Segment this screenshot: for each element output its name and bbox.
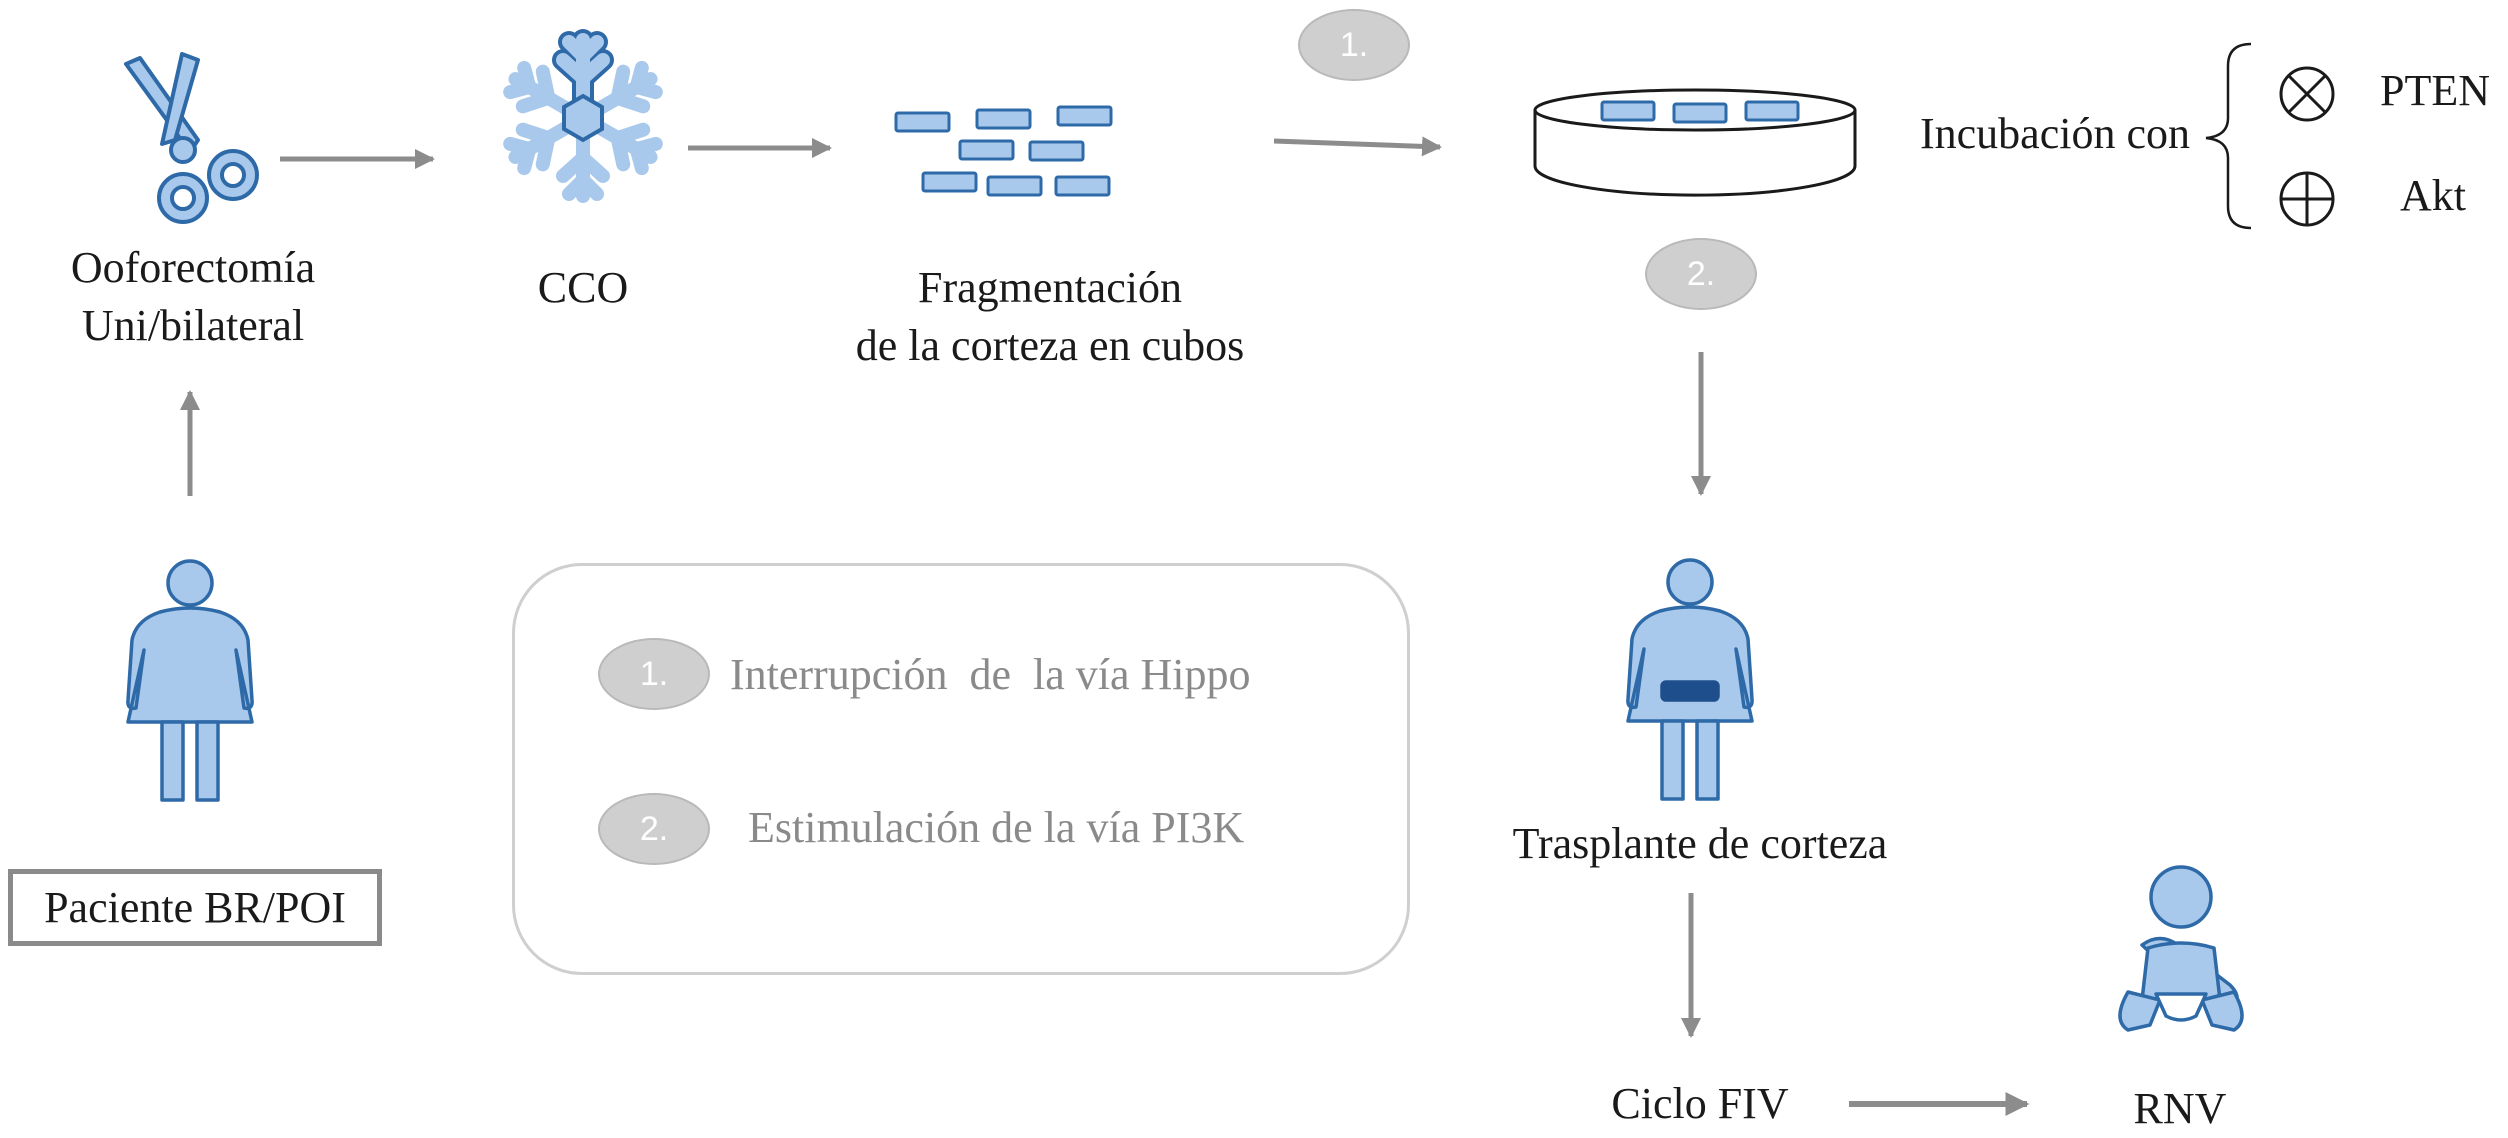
legend-text-2: Estimulación de la vía PI3K	[748, 803, 1245, 852]
woman-patient-icon	[126, 559, 254, 802]
incubation-label: Incubación con	[1920, 109, 2190, 158]
step-badge-2: 2.	[1645, 238, 1757, 310]
arrow-fragmentation-to-incubation	[1273, 136, 1442, 157]
rnv-label: RNV	[2133, 1084, 2227, 1133]
woman-transplant-icon	[1626, 558, 1754, 801]
legend-badge-1: 1.	[598, 638, 710, 710]
brace-shape	[2205, 42, 2252, 230]
fragmentation-label-line1: Fragmentación	[918, 263, 1182, 312]
petri-dish-icon	[1533, 88, 1857, 197]
step-badge-1: 1.	[1298, 9, 1410, 81]
akt-label: Akt	[2400, 171, 2466, 220]
legend-badge-2: 2.	[598, 793, 710, 865]
implant-band	[1660, 680, 1720, 702]
patient-box: Paciente BR/POI	[8, 869, 382, 946]
legend-text-1: Interrupción de la vía Hippo	[730, 650, 1251, 699]
scissors-icon	[124, 52, 259, 224]
fragmentation-label-line2: de la corteza en cubos	[855, 321, 1245, 370]
baby-icon	[2118, 865, 2244, 1032]
pten-label: PTEN	[2380, 66, 2490, 115]
ivf-label: Ciclo FIV	[1611, 1079, 1789, 1128]
cortex-cubes-icon	[894, 105, 1113, 197]
circle-times-icon	[2279, 66, 2335, 122]
patient-label: Paciente BR/POI	[44, 883, 346, 932]
snowflake-icon	[505, 29, 660, 196]
transplant-label: Trasplante de corteza	[1512, 819, 1888, 868]
oophorectomy-label-line2: Uni/bilateral	[81, 301, 305, 350]
oophorectomy-label-line1: Ooforectomía	[70, 243, 316, 292]
circle-plus-icon	[2279, 171, 2335, 227]
cco-label: CCO	[537, 263, 629, 312]
legend-box	[512, 563, 1410, 975]
